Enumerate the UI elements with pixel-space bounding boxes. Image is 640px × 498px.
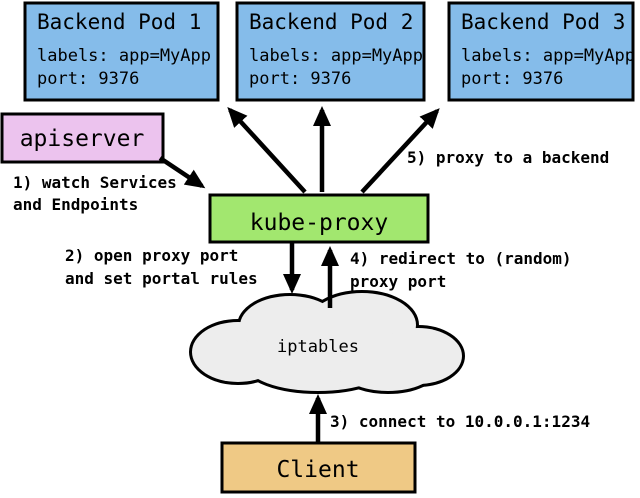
step4-annotation-line1: 4) redirect to (random) — [350, 249, 572, 268]
step4-annotation-line2: proxy port — [350, 272, 446, 291]
backend-pod-3-node: Backend Pod 3 labels: app=MyApp port: 93… — [447, 1, 635, 102]
backend-pod-1-node: Backend Pod 1 labels: app=MyApp port: 93… — [23, 1, 220, 102]
backend-pod-3-box — [447, 1, 635, 102]
kube-proxy-box — [208, 193, 430, 244]
apiserver-node: apiserver — [0, 112, 165, 164]
backend-pod-3-port-text: port: 9376 — [461, 69, 563, 89]
iptables-cloud-node: iptables — [189, 290, 465, 394]
backend-pod-1-labels-text: labels: app=MyApp — [37, 46, 211, 66]
backend-pod-1-box — [23, 1, 220, 102]
kube-proxy-node: kube-proxy — [208, 193, 430, 244]
backend-pod-2-labels-text: labels: app=MyApp — [249, 46, 423, 66]
backend-pod-2-port-text: port: 9376 — [249, 69, 351, 89]
arrow-kube-proxy-to-pod-1 — [227, 107, 307, 194]
cloud-lobe — [340, 345, 436, 391]
backend-pod-2-node: Backend Pod 2 labels: app=MyApp port: 93… — [235, 1, 426, 102]
backend-pod-3-labels-text: labels: app=MyApp — [461, 46, 635, 66]
step1-annotation-line1: 1) watch Services — [13, 173, 177, 192]
apiserver-box — [0, 112, 165, 164]
arrow-kube-proxy-to-pod-3 — [360, 108, 440, 194]
backend-pod-3-title: Backend Pod 3 — [461, 10, 625, 34]
apiserver-label: apiserver — [20, 126, 145, 152]
backend-pod-2-title: Backend Pod 2 — [249, 10, 413, 34]
step2-annotation-line2: and set portal rules — [65, 269, 258, 288]
step1-annotation-line2: and Endpoints — [13, 195, 138, 214]
arrow-apiserver-to-kube-proxy — [158, 156, 206, 189]
client-label: Client — [276, 457, 359, 483]
backend-pod-2-box — [235, 1, 426, 102]
step5-annotation: 5) proxy to a backend — [407, 148, 609, 167]
backend-pod-1-title: Backend Pod 1 — [37, 10, 201, 34]
kube-proxy-label: kube-proxy — [250, 210, 388, 236]
cloud-body — [192, 293, 462, 391]
step2-annotation-line1: 2) open proxy port — [65, 246, 238, 265]
client-node: Client — [220, 441, 417, 494]
backend-pod-1-port-text: port: 9376 — [37, 69, 139, 89]
step3-annotation: 3) connect to 10.0.0.1:1234 — [330, 412, 590, 431]
iptables-label: iptables — [277, 337, 359, 357]
